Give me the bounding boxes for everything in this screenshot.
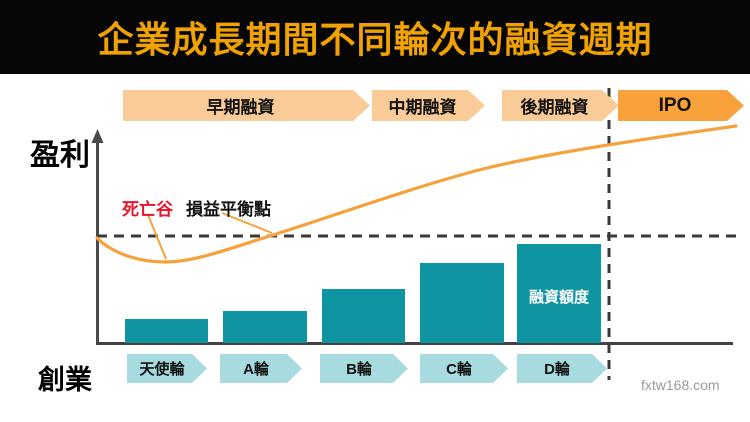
- round-arrow-series-d: D輪: [517, 354, 607, 383]
- profit-curve: [95, 124, 738, 264]
- y-axis-arrowhead-icon: [91, 129, 104, 143]
- stage-arrow-label: 中期融資: [388, 98, 457, 117]
- stage-arrow-label: IPO: [658, 94, 692, 116]
- funding-bar-series-d: 融資額度: [517, 244, 601, 343]
- page-title: 企業成長期間不同輪次的融資週期: [97, 19, 653, 60]
- stage-arrow-mid-funding: 中期融資: [372, 90, 485, 121]
- funding-bar-angel: [125, 319, 208, 343]
- round-arrow-label: 天使輪: [139, 361, 185, 378]
- round-arrow-label: A輪: [243, 361, 269, 378]
- funding-amount-label: 融資額度: [528, 289, 589, 306]
- death-valley-annotation: 死亡谷: [122, 200, 173, 219]
- round-arrow-series-a: A輪: [220, 354, 302, 383]
- death-valley-pointer-line: [147, 214, 167, 260]
- funding-bar-series-b: [322, 289, 405, 343]
- round-arrow-label: B輪: [346, 361, 372, 378]
- funding-bar-series-a: [223, 311, 307, 343]
- watermark: fxtw168.com: [641, 377, 720, 393]
- origin-label: 創業: [38, 365, 92, 395]
- round-arrow-label: C輪: [446, 361, 472, 378]
- stage-arrow-late-funding: 後期融資: [502, 90, 619, 121]
- round-arrow-series-c: C輪: [420, 354, 508, 383]
- round-arrow-angel: 天使輪: [127, 354, 207, 383]
- stage-arrow-label: 後期融資: [520, 98, 589, 117]
- round-arrow-label: D輪: [544, 361, 570, 378]
- stage-arrow-early-funding: 早期融資: [123, 90, 370, 121]
- stage-arrow-label: 早期融資: [206, 98, 275, 117]
- y-axis-label: 盈利: [30, 139, 90, 172]
- round-arrow-series-b: B輪: [320, 354, 408, 383]
- header-bar: 企業成長期間不同輪次的融資週期: [0, 0, 750, 74]
- funding-bar-series-c: [420, 263, 504, 343]
- break-even-annotation: 損益平衡點: [186, 200, 271, 219]
- stage-arrow-ipo: IPO: [618, 90, 744, 121]
